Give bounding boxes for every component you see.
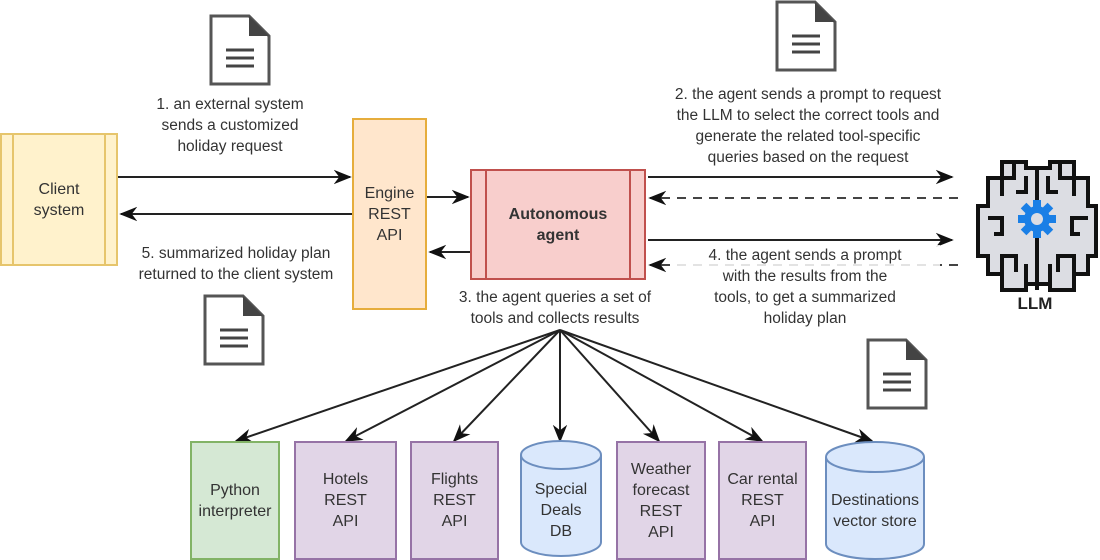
tool-weather-forecast-rest-api: Weather forecast REST API [616, 441, 706, 560]
tool-label: Weather forecast REST API [630, 460, 692, 541]
step3-label: 3. the agent queries a set of tools and … [458, 289, 652, 327]
autonomous-agent-label: Autonomous agent [508, 205, 608, 244]
tool-car-rental-rest-api: Car rental REST API [718, 441, 807, 560]
llm-label: LLM [1017, 294, 1053, 313]
client-system-node: Client system [0, 133, 118, 266]
step2-label: 2. the agent sends a prompt to request t… [674, 86, 942, 166]
agent-left-bar [485, 171, 487, 278]
agent-right-bar [629, 171, 631, 278]
arrow-to-python [234, 329, 561, 443]
tool-flights-rest-api: Flights REST API [410, 441, 499, 560]
document-icon [203, 294, 265, 366]
step1-label: 1. an external system sends a customized… [156, 96, 304, 155]
arrow-to-weather [559, 329, 661, 443]
engine-rest-api-label: Engine REST API [364, 184, 415, 244]
document-icon [866, 338, 928, 410]
tool-label: Python interpreter [198, 481, 272, 520]
arrow-to-carrental [559, 329, 764, 442]
special-deals-db-shape [520, 440, 602, 557]
tool-label: Destinations vector store [830, 492, 920, 530]
tool-destinations-vector-store: Destinations vector store [824, 478, 926, 544]
tool-hotels-rest-api: Hotels REST API [294, 441, 397, 560]
tool-python-interpreter: Python interpreter [190, 441, 280, 560]
autonomous-agent-node: Autonomous agent [470, 169, 646, 280]
tool-fanout-arrows [234, 329, 874, 443]
client-system-label: Client system [33, 180, 85, 219]
engine-rest-api-node: Engine REST API [352, 118, 427, 310]
arrow-to-destinations [559, 329, 874, 443]
tool-special-deals-db: Special Deals DB [521, 470, 601, 550]
tool-label: Flights REST API [430, 471, 479, 530]
arrow-to-flights [452, 329, 561, 443]
tool-label: Hotels REST API [322, 471, 369, 530]
step5-label: 5. summarized holiday plan returned to t… [138, 245, 334, 283]
arrow-to-hotels [344, 329, 561, 442]
document-icon [209, 14, 271, 86]
destinations-vector-store-shape [825, 441, 925, 560]
brain-gear-icon [976, 160, 1098, 292]
client-left-bar [12, 135, 14, 264]
step4-label: 4. the agent sends a prompt with the res… [670, 245, 940, 329]
document-icon [775, 0, 837, 72]
tool-label: Car rental REST API [727, 471, 798, 530]
client-right-bar [104, 135, 106, 264]
tool-label: Special Deals DB [534, 480, 588, 540]
